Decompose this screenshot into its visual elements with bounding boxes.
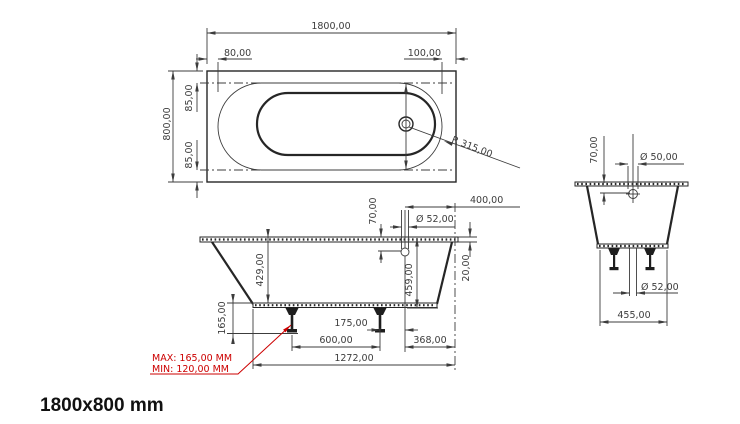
dim-label-foot-height: 165,00 (217, 301, 228, 334)
dim-label-right-offset: 100,00 (408, 48, 441, 59)
dim-label-leg-to-drain: 175,00 (334, 318, 367, 329)
dim-label-overflow-diameter: Ø 50,00 (640, 152, 678, 163)
dim-right-offset: 100,00 (404, 48, 468, 94)
dim-label-outer-depth: 459,00 (404, 263, 415, 296)
overflow-hole (626, 134, 640, 203)
dim-margin-top: 85,00 (184, 54, 199, 112)
dim-drain-to-end: 400,00 (404, 195, 520, 209)
leg-end-left (608, 248, 620, 271)
dim-outer-depth: 459,00 (404, 237, 438, 309)
dim-label-rim-thickness: 20,00 (461, 254, 472, 281)
end-view: 70,00 Ø 50,00 Ø 52,00 455,00 (574, 134, 689, 326)
dim-label-base-length: 1272,00 (334, 353, 373, 364)
top-view: 1800,00 80,00 100,00 800,00 85,00 (162, 21, 521, 198)
dim-base-length: 1272,00 (252, 309, 456, 369)
dim-overflow-depth: 70,00 (589, 136, 630, 205)
base-section-end (596, 243, 669, 249)
wall-left-end (585, 185, 600, 245)
drain-front-view (400, 210, 410, 352)
dim-label-drain-to-end: 400,00 (470, 195, 503, 206)
dim-label-margin-top: 85,00 (184, 84, 195, 111)
tub-basin-outline (255, 91, 437, 157)
dim-label-margin-bottom: 85,00 (184, 141, 195, 168)
tub-inner-rim-outline (217, 82, 443, 171)
front-view: 400,00 70,00 Ø 52,00 429,00 459,00 (150, 195, 520, 375)
dim-drain-diameter-front: Ø 52,00 (390, 214, 455, 229)
dim-label-drain-diameter-front: Ø 52,00 (416, 214, 454, 225)
dim-label-drain-offset: 368,00 (413, 335, 446, 346)
dim-label-leg-spacing: 600,00 (319, 335, 352, 346)
dim-label-drain-depth: 70,00 (368, 197, 379, 224)
note-min: MIN: 120,00 MM (152, 364, 229, 375)
base-section (252, 302, 438, 308)
dim-margin-bottom: 85,00 (184, 140, 199, 198)
dim-drain-offset: 368,00 (404, 335, 456, 349)
dim-inner-depth: 429,00 (255, 229, 270, 304)
dim-drain-diameter-end: Ø 52,00 (613, 248, 679, 296)
dim-left-offset: 80,00 (196, 48, 252, 92)
dim-rim-thickness: 20,00 (458, 222, 477, 282)
dim-label-overflow-depth: 70,00 (589, 136, 600, 163)
dim-label-base-width: 455,00 (617, 310, 650, 321)
dim-label-drain-diameter-end: Ø 52,00 (641, 282, 679, 293)
foot-adjustment-note: MAX: 165,00 MM MIN: 120,00 MM (150, 324, 292, 375)
leg-end-right (644, 248, 656, 271)
wall-right-end (665, 185, 680, 245)
note-max: MAX: 165,00 MM (152, 353, 232, 364)
wall-right (435, 241, 454, 305)
dim-label-left-offset: 80,00 (224, 48, 251, 59)
rim-section-end (574, 181, 689, 187)
dim-leg-spacing: 600,00 (291, 335, 381, 351)
wall-left (211, 241, 254, 305)
product-size-label: 1800x800 mm (40, 395, 164, 416)
dim-label-overall-width: 800,00 (162, 107, 173, 140)
dim-label-inner-depth: 429,00 (255, 253, 266, 286)
tub-outer-rim-outline (206, 70, 457, 183)
leg-front-left (285, 307, 299, 333)
dim-label-overall-length: 1800,00 (311, 21, 350, 32)
note-leader-line (150, 324, 292, 375)
dim-base-width: 455,00 (599, 250, 668, 326)
dim-drain-depth: 70,00 (368, 197, 401, 263)
dim-overflow-diameter: Ø 50,00 (615, 152, 684, 189)
dim-foot-height: 165,00 (217, 294, 298, 344)
